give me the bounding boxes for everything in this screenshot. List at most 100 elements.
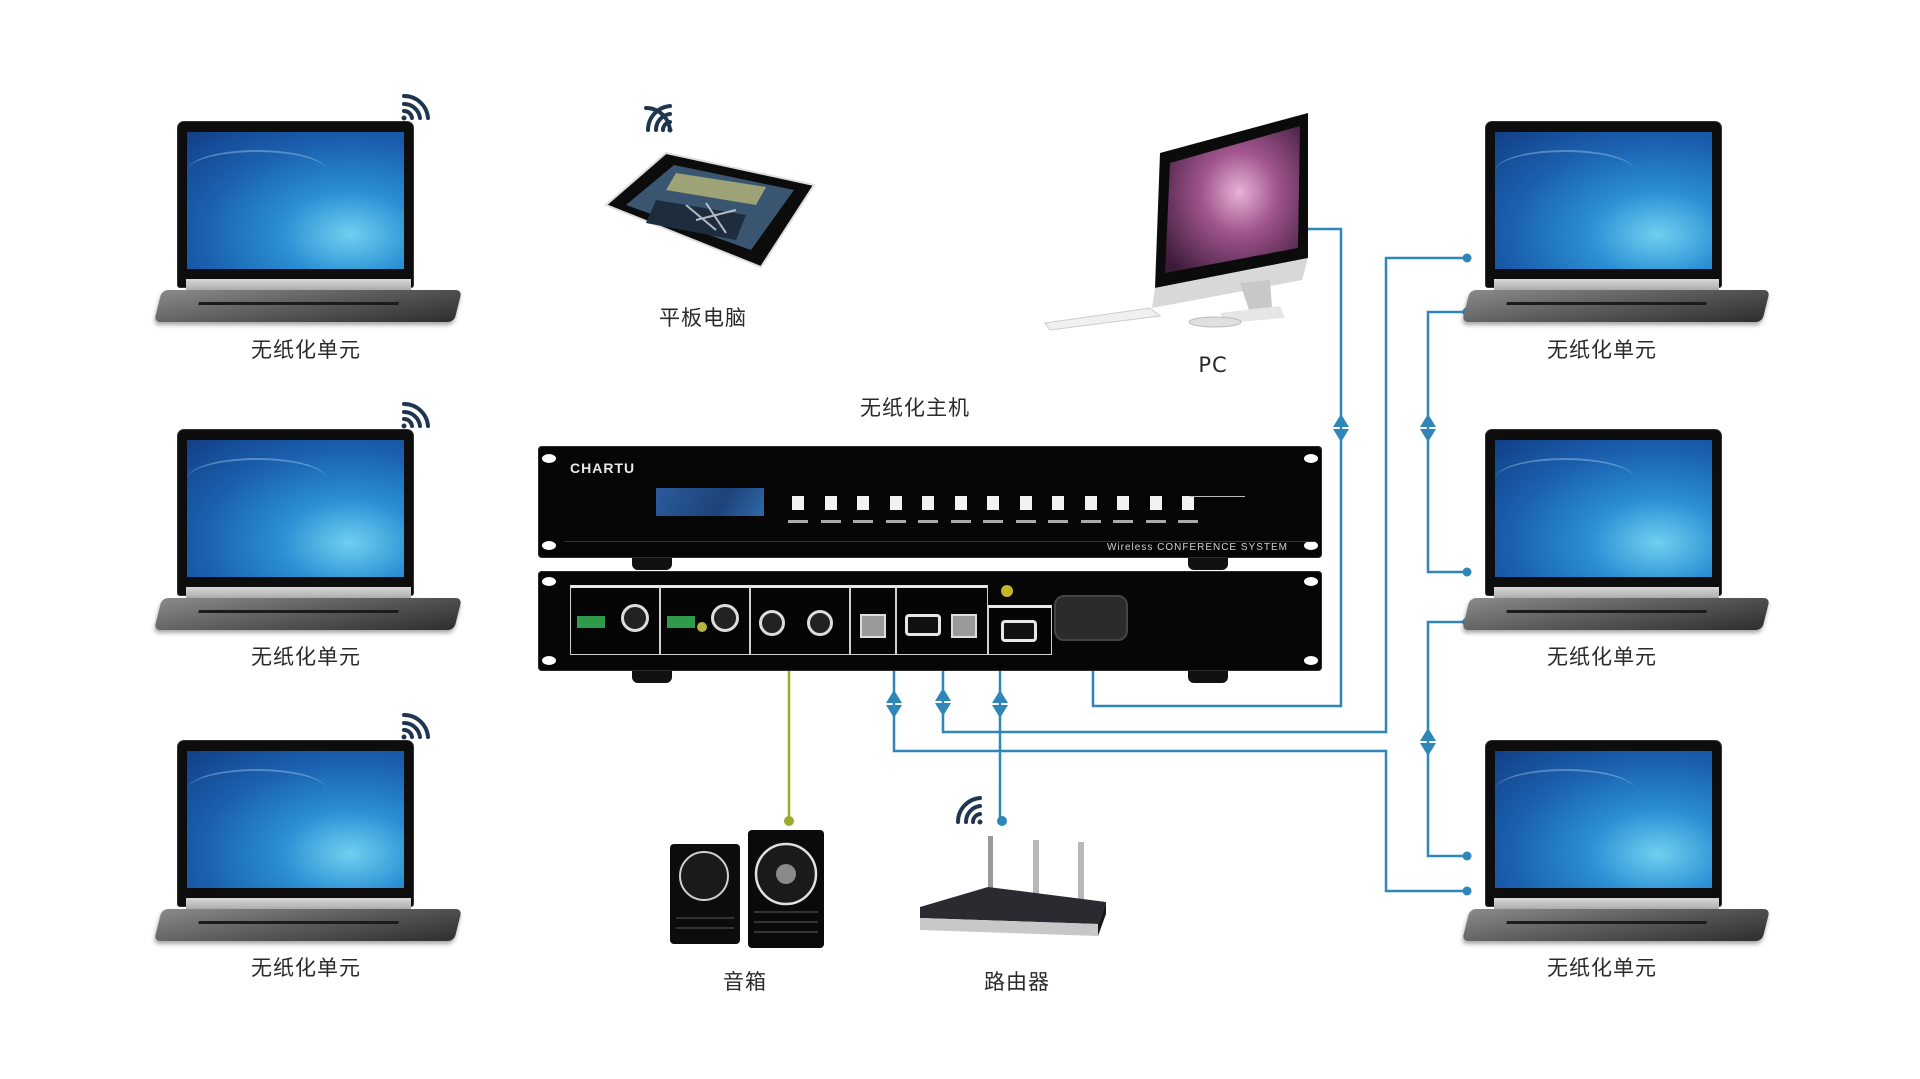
unit-port-2 [807, 610, 833, 636]
lcd-display [656, 488, 764, 516]
speaker-cable-end [784, 816, 794, 826]
front-panel-button-label [983, 520, 1003, 523]
laptop-screen-frame [178, 122, 413, 287]
front-panel-button-label [1015, 520, 1036, 523]
label-router: 路由器 [984, 970, 1050, 994]
wifi-icon [644, 104, 673, 133]
front-panel-button-label [853, 520, 873, 523]
front-panel-button [1019, 496, 1032, 510]
wifi-icon [401, 401, 430, 429]
paperless-unit-right-2 [1462, 430, 1786, 645]
bidirectional-arrows [886, 414, 1436, 756]
cable-pc-host [1091, 227, 1343, 708]
system-name-label: Wireless CONFERENCE SYSTEM [1106, 542, 1288, 553]
front-panel-button [889, 496, 902, 510]
cable-right-chain-1 [1426, 310, 1467, 574]
front-panel-button-label [1145, 520, 1166, 523]
wifi-icon [401, 93, 430, 121]
wifi-icon [401, 712, 430, 740]
front-panel-button-label [820, 520, 841, 523]
wifi-icon [955, 796, 983, 825]
label-left-unit-3: 无纸化单元 [251, 956, 361, 980]
front-panel-button [987, 496, 999, 510]
laptop-screen [187, 751, 404, 888]
rs232-panel [988, 605, 1052, 655]
front-panel-button [1084, 496, 1097, 510]
arrow-host-router [992, 690, 1008, 718]
host-front-panel: CHARTU Wireless CONFERENCE SYSTEM [538, 446, 1322, 570]
label-left-unit-2: 无纸化单元 [251, 645, 361, 669]
paperless-unit-left-3 [154, 741, 478, 956]
speaker-device [670, 830, 824, 948]
pc-panel [896, 585, 988, 655]
front-panel-button-label [1048, 520, 1068, 523]
laptop-screen [1495, 132, 1712, 269]
cable-endpoints [1462, 253, 1472, 896]
unit-port-1 [759, 610, 785, 636]
front-panel-button [1149, 496, 1162, 510]
brand-logo: CHARTU [570, 460, 636, 476]
label-right-unit-3: 无纸化单元 [1547, 956, 1657, 980]
audio-in-panel [570, 585, 660, 655]
laptop-screen [187, 132, 404, 269]
front-panel-button [954, 496, 967, 510]
xlr-output [711, 604, 739, 632]
serial-port [905, 614, 941, 636]
power-inlet [1054, 595, 1128, 641]
label-host: 无纸化主机 [860, 396, 970, 420]
arrow-host-port-1 [886, 690, 902, 718]
terminal-block [577, 616, 605, 628]
audio-out-panel [660, 585, 750, 655]
xlr-input [621, 604, 649, 632]
laptop-screen [187, 440, 404, 577]
host-rear-panel [538, 571, 1322, 683]
front-panel-button-label [885, 520, 906, 523]
front-panel-button [922, 496, 934, 510]
tablet-device [604, 151, 816, 269]
lan-port-pc [951, 614, 977, 638]
paperless-unit-right-3 [1462, 741, 1786, 956]
arrow-host-port-2 [935, 688, 951, 716]
label-right-unit-2: 无纸化单元 [1547, 645, 1657, 669]
label-pc: PC [1198, 353, 1228, 377]
label-right-unit-1: 无纸化单元 [1547, 338, 1657, 362]
cable-host-right-bottom [892, 670, 1465, 893]
laptop-screen [1495, 751, 1712, 888]
laptop-base [1462, 290, 1770, 322]
front-panel-button-label [1113, 520, 1133, 523]
rs232-port [1001, 620, 1037, 642]
front-panel-button [1052, 496, 1064, 510]
front-panel-button-label [1178, 520, 1198, 523]
paperless-unit-left-2 [154, 430, 478, 645]
front-panel-button [792, 496, 804, 510]
ground-terminal [1001, 585, 1013, 597]
front-panel-button [824, 496, 837, 510]
unit-port-panel [750, 585, 850, 655]
arrow-pc [1333, 414, 1349, 442]
lan-port-router [860, 614, 886, 638]
label-left-unit-1: 无纸化单元 [251, 338, 361, 362]
front-panel-button [857, 496, 869, 510]
router-device [920, 836, 1106, 936]
front-panel-button [1117, 496, 1129, 510]
front-panel-button-label [950, 520, 971, 523]
label-tablet: 平板电脑 [659, 306, 747, 330]
arrow-right-chain-1 [1420, 414, 1436, 442]
pc-device [1044, 113, 1308, 331]
audio-out-jack [697, 622, 707, 632]
front-panel-button [1182, 496, 1194, 510]
front-panel-button-label [788, 520, 808, 523]
laptop-base [154, 290, 462, 322]
laptop-base [154, 598, 462, 630]
paperless-unit-left-1 [154, 122, 478, 337]
label-speaker: 音箱 [723, 970, 767, 994]
terminal-block [667, 616, 695, 628]
paperless-unit-right-1 [1462, 122, 1786, 337]
front-panel-button-label [918, 520, 938, 523]
laptop-screen [1495, 440, 1712, 577]
laptop-base [154, 909, 462, 941]
router-cable-end [997, 816, 1007, 826]
arrow-right-chain-2 [1420, 728, 1436, 756]
lan-panel [850, 585, 896, 655]
laptop-base [1462, 598, 1770, 630]
